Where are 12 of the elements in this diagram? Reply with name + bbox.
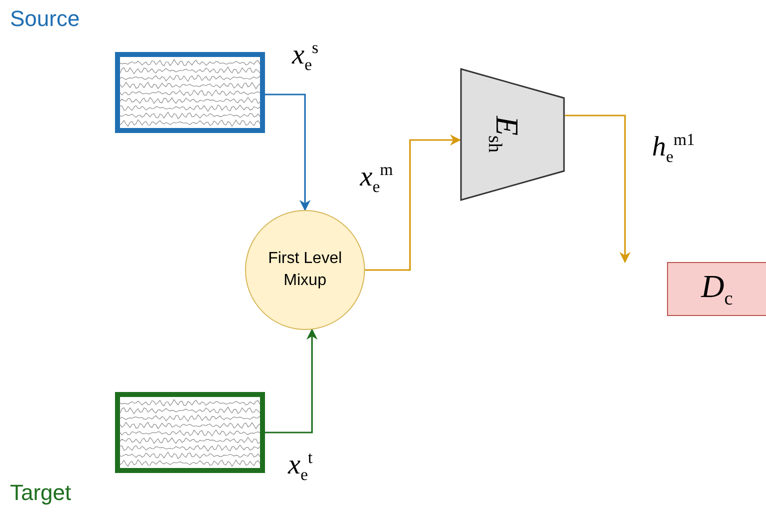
picture bbox=[115, 392, 265, 473]
arrow bbox=[265, 94, 311, 212]
encoder-trapezoid bbox=[460, 68, 565, 201]
process-box bbox=[667, 262, 766, 316]
arrow bbox=[565, 114, 631, 264]
node-label: First Level Mixup bbox=[267, 249, 343, 291]
arrow bbox=[265, 328, 318, 434]
group-label: Target bbox=[10, 480, 72, 506]
group-label: Source bbox=[10, 6, 80, 32]
picture bbox=[115, 52, 265, 133]
arrow bbox=[365, 134, 462, 271]
node-label: D$_{c}$ bbox=[701, 270, 733, 308]
